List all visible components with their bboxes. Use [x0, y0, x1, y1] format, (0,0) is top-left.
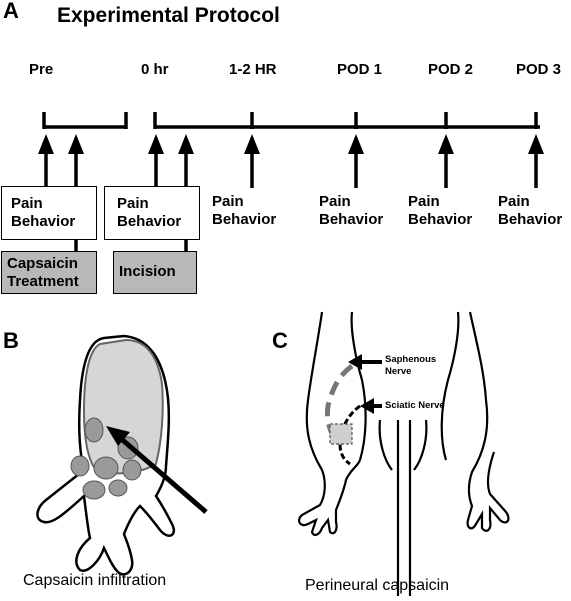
arrow-pod3: [528, 134, 544, 188]
treatment-line1: Capsaicin: [7, 255, 78, 272]
incision-box: Incision: [113, 251, 197, 294]
panel-a-letter: A: [3, 0, 19, 23]
arrow-1-2hr: [244, 134, 260, 188]
genital: [378, 419, 428, 471]
pain-label-line1: Pain: [11, 195, 43, 212]
saphenous-pointer: [348, 354, 382, 370]
pain-label-line1: Pain: [212, 193, 244, 210]
paw-pad: [84, 417, 104, 443]
pain-label-line1: Pain: [498, 193, 530, 210]
body-outline: [440, 311, 460, 461]
capsaicin-infiltration-caption: Capsaicin infiltration: [23, 572, 167, 589]
pain-label-line1: Pain: [408, 193, 440, 210]
treatment-line2: Treatment: [7, 273, 79, 290]
pain-label-line1: Pain: [319, 193, 351, 210]
body-outline: [350, 311, 367, 461]
right-leg-outline: [466, 311, 510, 532]
sciatic-label: Sciatic Nerve: [385, 400, 445, 411]
pain-label-line2: Behavior: [319, 211, 384, 228]
pain-label-line2: Behavior: [408, 211, 473, 228]
saphenous-label-line1: Saphenous: [385, 354, 437, 365]
timepoint-pre: Pre: [29, 61, 54, 78]
pain-label-line1: Pain: [117, 195, 149, 212]
tail: [396, 420, 412, 596]
saphenous-label-line2: Nerve: [385, 366, 412, 377]
arrow-pre-1: [38, 134, 54, 188]
arrow-pod2: [438, 134, 454, 188]
pain-label-line2: Behavior: [212, 211, 277, 228]
left-leg-outline: [298, 311, 362, 537]
timepoint-pod3: POD 3: [516, 61, 562, 78]
arrow-0hr-1: [148, 134, 164, 188]
incision-label: Incision: [119, 263, 176, 280]
sciatic-pointer: [360, 398, 382, 414]
pain-label-line2: Behavior: [11, 213, 76, 230]
panel-c-letter: C: [272, 328, 288, 353]
pain-label-line2: Behavior: [117, 213, 182, 230]
timeline-bar: [153, 112, 540, 129]
protocol-title: Experimental Protocol: [57, 4, 280, 27]
panel-b-letter: B: [3, 328, 19, 353]
paw-pad: [108, 479, 128, 497]
injection-arrow: [106, 426, 208, 514]
pre-bracket: [42, 112, 128, 129]
timepoint-1-2hr: 1-2 HR: [229, 61, 277, 78]
paw-pad: [122, 459, 142, 481]
paw-pad: [70, 455, 90, 477]
timepoint-pod1: POD 1: [337, 61, 383, 78]
timepoint-pod2: POD 2: [428, 61, 474, 78]
sciatic-nerve: [338, 404, 361, 466]
paw-pad: [93, 456, 119, 480]
pain-label-line2: Behavior: [498, 211, 563, 228]
injection-site-box: [329, 423, 353, 445]
timepoint-0hr: 0 hr: [141, 61, 169, 78]
arrow-pod1: [348, 134, 364, 188]
perineural-capsaicin-caption: Perineural capsaicin: [305, 577, 450, 594]
paw-pad: [82, 480, 106, 500]
